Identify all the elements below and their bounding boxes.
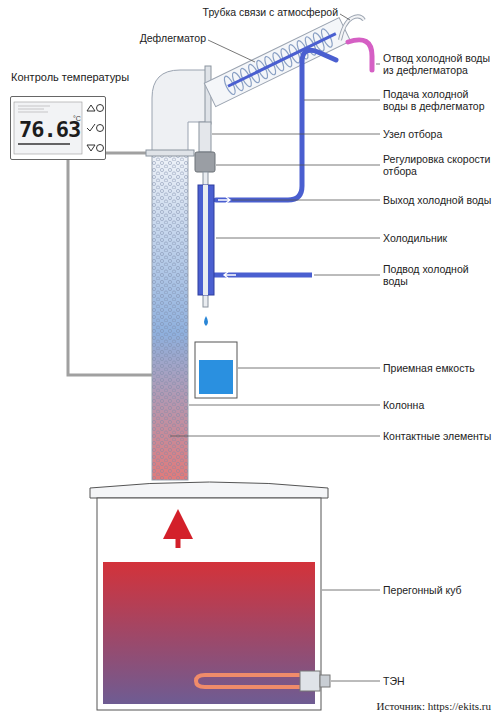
temperature-reading: 76.63 — [19, 117, 80, 142]
atmosphere-tube — [340, 16, 364, 40]
vapour-arrow — [176, 524, 181, 548]
cooler-tube — [203, 172, 208, 307]
dephlegmator — [204, 18, 350, 107]
part-label: Перегонный куб — [383, 584, 493, 596]
rate-valve — [195, 152, 215, 172]
part-label: Отвод холодной воды из дефлегматора — [383, 52, 493, 76]
temperature-controller: Контроль температуры76.63°C — [10, 96, 106, 160]
part-label: Дефлегматор — [120, 32, 206, 44]
flange — [146, 150, 194, 156]
leader-line — [170, 14, 380, 681]
heater — [196, 671, 330, 691]
cooler-jacket — [198, 185, 214, 295]
part-label: Подача холодной воды в дефлегматор — [383, 88, 493, 112]
cooler-tube — [203, 185, 208, 295]
part-label: Подвод холодной воды — [383, 263, 493, 287]
distillate — [199, 360, 233, 394]
atmosphere-tube — [340, 16, 364, 40]
part-label: ТЭН — [383, 675, 493, 687]
pot — [97, 498, 321, 710]
take-off-unit — [199, 122, 211, 152]
part-label: Холодильник — [383, 232, 493, 244]
controller-title: Контроль температуры — [11, 71, 129, 83]
liquid — [103, 562, 315, 704]
part-label: Колонна — [383, 399, 493, 411]
part-label: Выход холодной воды — [383, 194, 493, 206]
flow-arrow — [224, 272, 236, 278]
column — [152, 155, 188, 480]
source-caption: Источник: https://ekits.ru — [377, 700, 491, 712]
pot-lid — [90, 482, 328, 498]
receiving-vessel — [195, 342, 237, 398]
supply-hose — [216, 50, 336, 200]
flow-arrow — [218, 197, 230, 203]
part-label: Регулировка скорости отбора — [383, 153, 493, 177]
unit-label: °C — [73, 115, 81, 122]
column-head — [152, 70, 206, 155]
contact-elements — [152, 155, 188, 480]
part-label: Приемная емкость — [383, 362, 493, 374]
part-label: Трубка связи с атмосферой — [200, 6, 338, 18]
inlet-pipe — [214, 273, 312, 278]
part-label: Контактные элементы — [383, 430, 493, 442]
sensor-cable — [68, 153, 152, 375]
drop — [204, 316, 208, 326]
outlet-hose — [348, 40, 372, 70]
part-label: Узел отбора — [383, 128, 493, 140]
